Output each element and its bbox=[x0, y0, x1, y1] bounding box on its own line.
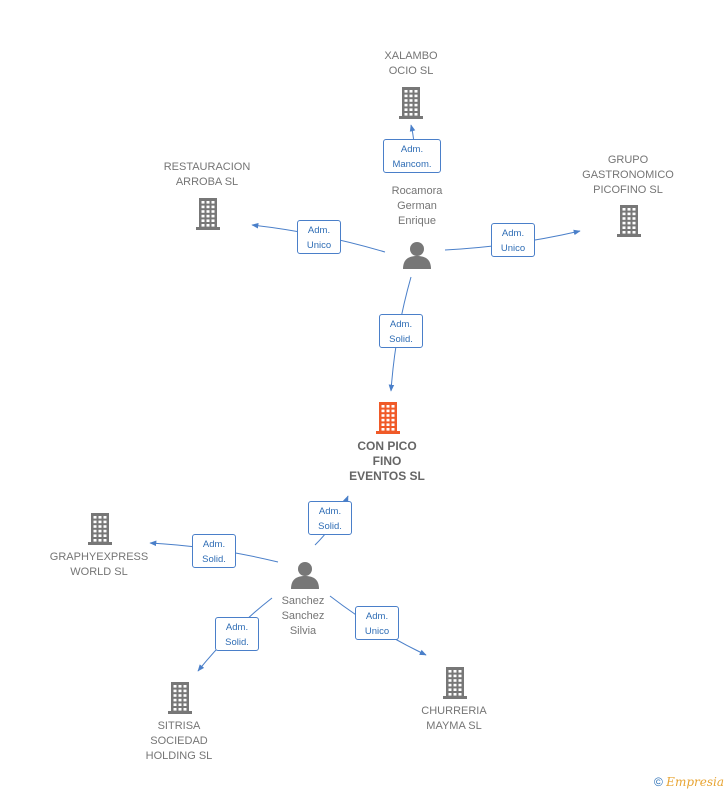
company-name-sitrisa[interactable]: SITRISA SOCIEDAD HOLDING SL bbox=[119, 719, 239, 764]
relation-label-r4[interactable]: Adm. Solid. bbox=[379, 314, 423, 348]
company-name-line: OCIO SL bbox=[388, 65, 434, 77]
copyright-symbol: © bbox=[653, 775, 663, 789]
relation-label-r7[interactable]: Adm. Solid. bbox=[215, 617, 259, 651]
person-name-line: Silvia bbox=[289, 625, 317, 637]
relation-label-r5[interactable]: Adm. Solid. bbox=[308, 501, 352, 535]
company-name-graphy[interactable]: GRAPHYEXPRESS WORLD SL bbox=[39, 550, 159, 580]
relation-label-line: Adm. bbox=[307, 225, 331, 236]
company-name-line: GRUPO bbox=[607, 154, 649, 166]
company-name-line: CHURRERIA bbox=[421, 705, 487, 717]
company-name-line: FINO bbox=[372, 454, 402, 468]
relation-label-line: Solid. bbox=[389, 334, 413, 345]
building-icon[interactable] bbox=[373, 400, 403, 434]
empresia-logo[interactable]: © Empresia bbox=[654, 775, 724, 789]
company-name-line: XALAMBO bbox=[384, 50, 438, 62]
logo-initial: E bbox=[666, 775, 675, 789]
logo-text: mpresia bbox=[674, 775, 724, 789]
building-icon[interactable] bbox=[440, 665, 470, 699]
relation-label-line: Adm. bbox=[389, 319, 413, 330]
company-name-grupo[interactable]: GRUPO GASTRONOMICO PICOFINO SL bbox=[568, 153, 688, 198]
company-name-xalambo[interactable]: XALAMBO OCIO SL bbox=[351, 49, 471, 79]
relation-label-r8[interactable]: Adm. Unico bbox=[355, 606, 399, 640]
company-name-line: ARROBA SL bbox=[175, 176, 239, 188]
company-name-line: PICOFINO SL bbox=[593, 184, 663, 196]
relation-label-line: Adm. bbox=[318, 506, 342, 517]
company-name-line: GASTRONOMICO bbox=[582, 169, 674, 181]
person-name-line: German bbox=[397, 200, 437, 212]
relation-label-line: Solid. bbox=[225, 637, 249, 648]
relation-label-line: Adm. bbox=[501, 228, 525, 239]
company-name-line: CON PICO bbox=[357, 439, 417, 453]
company-name-line: MAYMA SL bbox=[426, 720, 482, 732]
building-icon[interactable] bbox=[193, 196, 223, 230]
relation-label-line: Adm. bbox=[365, 611, 389, 622]
relation-label-r6[interactable]: Adm. Solid. bbox=[192, 534, 236, 568]
relation-label-r2[interactable]: Adm. Unico bbox=[297, 220, 341, 254]
building-icon[interactable] bbox=[396, 85, 426, 119]
building-icon[interactable] bbox=[614, 203, 644, 237]
company-name-line: HOLDING SL bbox=[145, 750, 213, 762]
company-name-line: SITRISA bbox=[157, 720, 201, 732]
person-icon[interactable] bbox=[402, 241, 432, 269]
relation-label-line: Solid. bbox=[202, 554, 226, 565]
person-name-line: Sanchez bbox=[281, 610, 325, 622]
company-name-churreria[interactable]: CHURRERIA MAYMA SL bbox=[394, 704, 514, 734]
relation-label-line: Unico bbox=[306, 240, 332, 251]
person-name-line: Sanchez bbox=[281, 595, 325, 607]
person-name-line: Rocamora bbox=[391, 185, 443, 197]
relation-label-line: Adm. bbox=[225, 622, 249, 633]
company-name-line: SOCIEDAD bbox=[150, 735, 208, 747]
company-name-line: WORLD SL bbox=[70, 566, 128, 578]
building-icon[interactable] bbox=[85, 511, 115, 545]
person-icon[interactable] bbox=[290, 561, 320, 589]
relation-label-r1[interactable]: Adm. Mancom. bbox=[383, 139, 441, 173]
company-name-line: EVENTOS SL bbox=[349, 469, 425, 483]
relation-label-line: Adm. bbox=[202, 539, 226, 550]
building-icon[interactable] bbox=[165, 680, 195, 714]
company-name-line: GRAPHYEXPRESS bbox=[49, 551, 149, 563]
company-name-line: RESTAURACION bbox=[163, 161, 251, 173]
relation-label-line: Unico bbox=[364, 626, 390, 637]
relation-label-line: Mancom. bbox=[392, 159, 432, 170]
relation-label-r3[interactable]: Adm. Unico bbox=[491, 223, 535, 257]
person-name-line: Enrique bbox=[398, 215, 436, 227]
company-name-restauracion[interactable]: RESTAURACION ARROBA SL bbox=[147, 160, 267, 190]
relation-label-line: Unico bbox=[500, 243, 526, 254]
relation-label-line: Solid. bbox=[318, 521, 342, 532]
relation-label-line: Adm. bbox=[400, 144, 424, 155]
